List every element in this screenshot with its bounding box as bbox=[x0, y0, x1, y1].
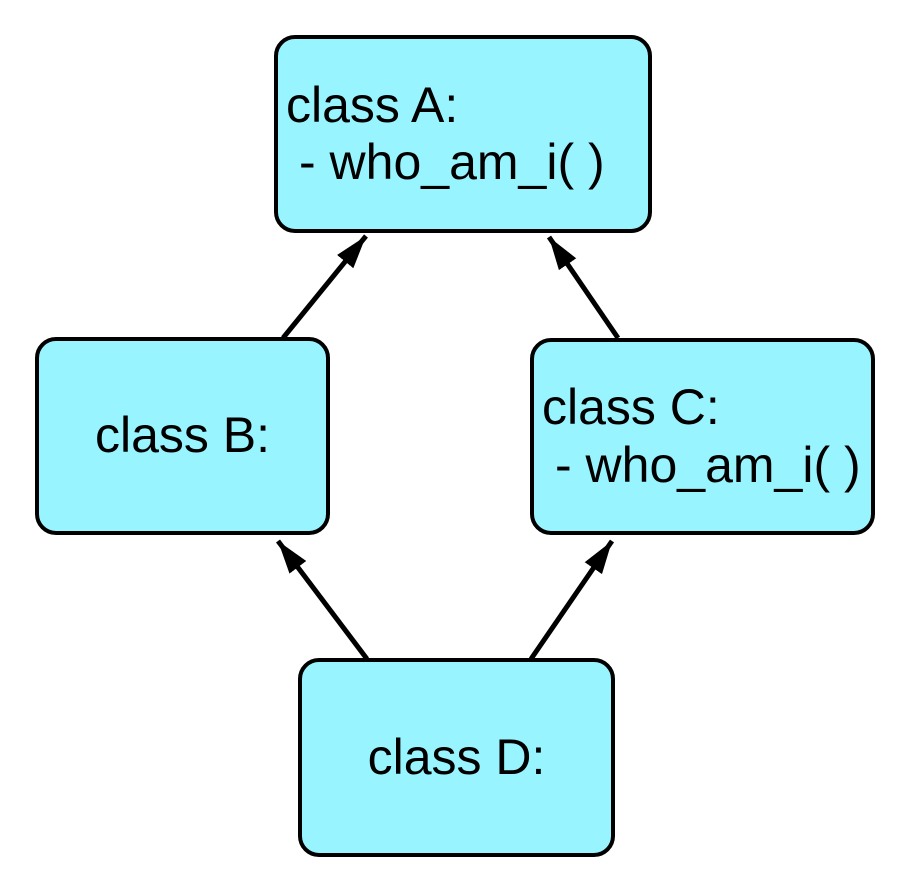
node-class-a-title: class A: bbox=[286, 76, 459, 133]
node-class-a-method: - who_am_i( ) bbox=[299, 134, 605, 190]
node-class-b-title: class B: bbox=[94, 407, 271, 464]
edge-classB-to-classA bbox=[281, 234, 368, 340]
edge-classD-to-classB bbox=[276, 539, 369, 661]
node-class-d: class D: bbox=[298, 658, 615, 857]
node-class-a: class A: - who_am_i( ) bbox=[274, 35, 652, 233]
edge-classD-to-classC bbox=[528, 539, 615, 661]
node-class-b: class B: bbox=[35, 337, 330, 535]
node-class-d-title: class D: bbox=[367, 728, 546, 785]
node-class-c-title: class C: bbox=[542, 379, 720, 435]
node-class-c: class C: - who_am_i( ) bbox=[530, 338, 875, 535]
edge-classC-to-classA bbox=[546, 235, 621, 340]
node-class-c-method: - who_am_i( ) bbox=[555, 436, 861, 493]
